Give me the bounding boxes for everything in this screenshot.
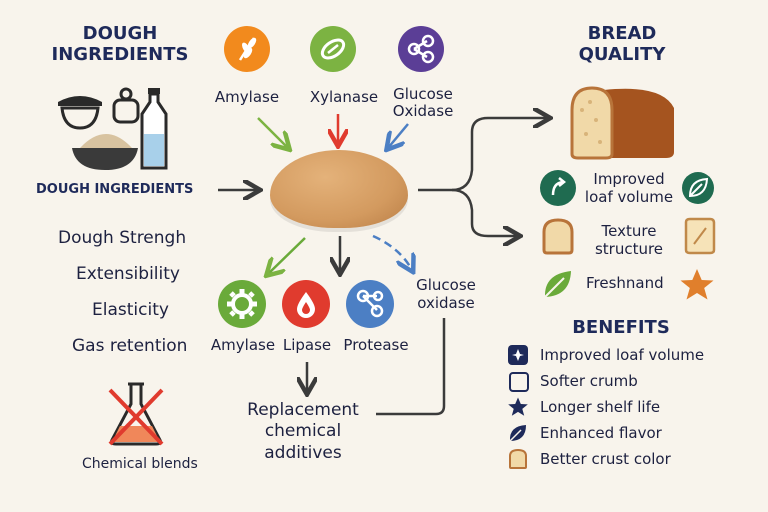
benefit-crumb-icon — [509, 372, 529, 392]
enzyme-lipase-badge — [282, 280, 330, 328]
property-dough-strength: Dough Strengh — [58, 228, 187, 248]
benefit-star-icon — [508, 397, 528, 416]
arrows-bottom-enzymes — [268, 234, 412, 274]
dough-ingredients-caption: DOUGH INGREDIENTS — [36, 182, 194, 197]
bread-quality-title: BREAD QUALITY — [578, 23, 666, 65]
milk-bottle-icon — [140, 88, 168, 170]
replacement-additives-label: Replacement chemical additives — [247, 400, 359, 463]
molecule-icon — [356, 289, 384, 318]
benefit-volume-icon — [508, 345, 528, 365]
quality-texture-label: Texture structure — [594, 222, 664, 258]
crumb-slice-icon — [684, 217, 716, 255]
leaf-icon — [682, 172, 714, 204]
arrow-dough-to-quality — [418, 118, 548, 236]
bread-loaf-icon — [570, 86, 674, 160]
benefits-title: BENEFITS — [572, 317, 670, 338]
quality-freshness-label: Freshnand — [586, 274, 664, 292]
quality-volume-badge — [540, 170, 576, 206]
property-elasticity: Elasticity — [92, 300, 169, 320]
benefit-item-crumb: Softer crumb — [540, 372, 638, 390]
enzyme-glucose-oxidase-top-label: Glucose Oxidase — [392, 85, 454, 121]
benefit-item-flavor: Enhanced flavor — [540, 424, 662, 442]
gear-icon — [227, 289, 257, 319]
chemical-flask-crossed-icon — [108, 382, 164, 446]
wheat-icon — [238, 37, 257, 61]
drop-icon — [297, 292, 315, 318]
enzyme-protease-badge — [346, 280, 394, 328]
enzyme-xylanase-badge — [310, 26, 356, 72]
bread-slice-icon — [542, 218, 574, 255]
arrow-to-replacement — [307, 318, 446, 416]
benefit-item-volume: Improved loaf volume — [540, 346, 705, 364]
molecule-icon — [407, 34, 435, 64]
glucose-oxidase-side-label: Glucose oxidase — [416, 276, 476, 312]
enzyme-xylanase-label: Xylanase — [309, 88, 379, 106]
growth-arrow-icon — [551, 177, 567, 196]
chemical-blends-label: Chemical blends — [82, 456, 198, 472]
quality-volume-label: Improved loaf volume — [584, 170, 674, 206]
enzyme-amylase-bottom-label: Amylase — [210, 336, 276, 354]
dough-ingredients-title: DOUGH INGREDIENTS — [51, 23, 189, 65]
benefit-flavor-leaf-icon — [509, 425, 526, 442]
flour-bowl-icon — [72, 134, 138, 170]
benefit-item-crust: Better crust color — [540, 450, 671, 468]
property-gas-retention: Gas retention — [72, 336, 188, 356]
property-extensibility: Extensibility — [76, 264, 180, 284]
fresh-leaf-icon — [544, 271, 571, 298]
enzyme-lipase-label: Lipase — [282, 336, 332, 354]
benefit-item-shelf-life: Longer shelf life — [540, 398, 661, 416]
enzyme-protease-label: Protease — [343, 336, 409, 354]
grain-icon — [320, 38, 346, 60]
enzyme-amylase-bottom-badge — [218, 280, 266, 328]
star-icon — [680, 269, 714, 300]
enzyme-amylase-top-label: Amylase — [214, 88, 280, 106]
enzyme-amylase-top-badge — [224, 26, 270, 72]
enzyme-glucose-oxidase-top-badge — [398, 26, 444, 72]
dough-ball — [270, 150, 408, 228]
benefit-crust-icon — [509, 448, 527, 469]
ingredients-illustration — [58, 87, 168, 170]
scale-icon — [112, 87, 140, 124]
arrows-top-enzymes — [257, 114, 409, 148]
mixing-bowl-icon — [58, 96, 102, 130]
